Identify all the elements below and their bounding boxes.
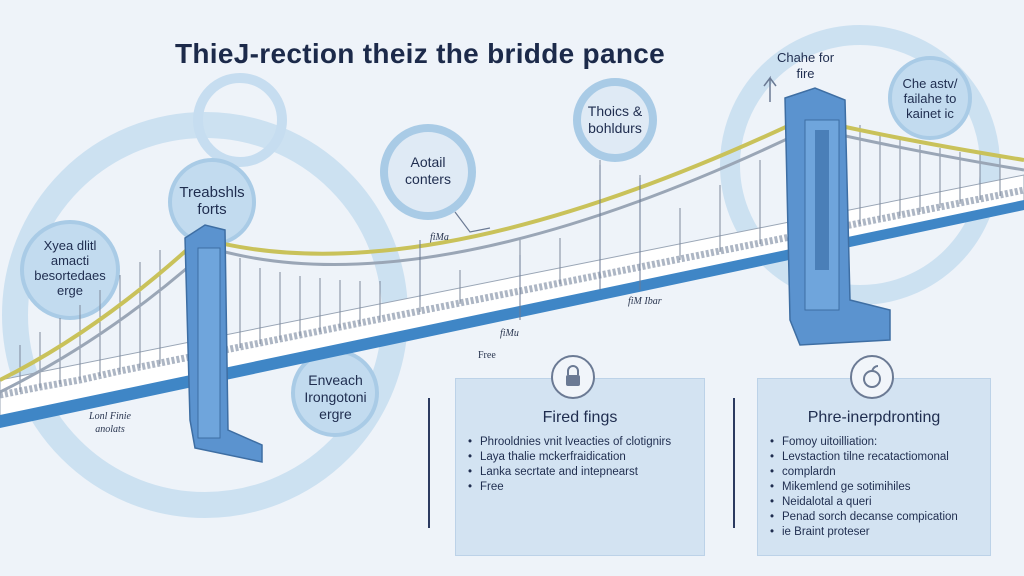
list-item: ie Braint proteser	[768, 525, 984, 540]
panel-list: Fomoy uitoilliation: Levstaction tilne r…	[768, 435, 984, 540]
bubble-text-upper-center: Thoics &bohldurs	[587, 103, 643, 136]
bubble-right-edge	[888, 56, 972, 140]
deck-edge	[0, 200, 1024, 428]
list-item: Free	[466, 480, 698, 495]
list-item: Neidalotal a queri	[768, 495, 984, 510]
arrow-up-right-tower	[763, 75, 777, 102]
list-item: Laya thalie mckerfraidication	[466, 450, 698, 465]
page-title: ThieJ-rection theiz the bridde pance	[175, 38, 665, 69]
list-item: Lanka secrtate and intepnearst	[466, 465, 698, 480]
list-item: Mikemlend ge sotimihiles	[768, 480, 984, 495]
panel-fired-fings: Fired fings Phrooldnies vnit lveacties o…	[455, 355, 705, 556]
apple-icon	[850, 355, 894, 399]
bubble-left-edge	[20, 220, 120, 320]
list-item: Phrooldnies vnit lveacties of clotignirs	[466, 435, 698, 450]
list-item: Levstaction tilne recatactiomonal	[768, 450, 984, 465]
panel-title: Fired fings	[542, 409, 618, 426]
divider-left	[428, 398, 430, 528]
arrow-center	[454, 211, 491, 233]
list-item: Fomoy uitoilliation:	[768, 435, 984, 450]
main-cable-grey	[0, 126, 1024, 394]
list-item: complardn	[768, 465, 984, 480]
label-mid-a: fiMa	[430, 232, 449, 243]
lock-icon	[551, 355, 595, 399]
main-cable-yellow	[0, 115, 1024, 382]
bubble-upper-center	[573, 78, 657, 162]
ring-top-left	[193, 73, 287, 167]
label-mid-b: fiMu	[500, 328, 519, 339]
divider-right	[733, 398, 735, 528]
list-item: Penad sorch decanse compication	[768, 510, 984, 525]
panel-list: Phrooldnies vnit lveacties of clotignirs…	[466, 435, 698, 495]
label-mid-d: Free	[478, 350, 496, 361]
label-mid-c: fiM Ibar	[628, 296, 662, 307]
left-tower	[184, 224, 263, 463]
bubble-center	[380, 124, 476, 220]
bridge-deck	[0, 174, 1024, 421]
right-tower	[784, 87, 891, 346]
panel-title: Phre-inerpdronting	[807, 409, 941, 426]
panel-phre-inerpdronting: Phre-inerpdronting Fomoy uitoilliation: …	[757, 355, 991, 556]
